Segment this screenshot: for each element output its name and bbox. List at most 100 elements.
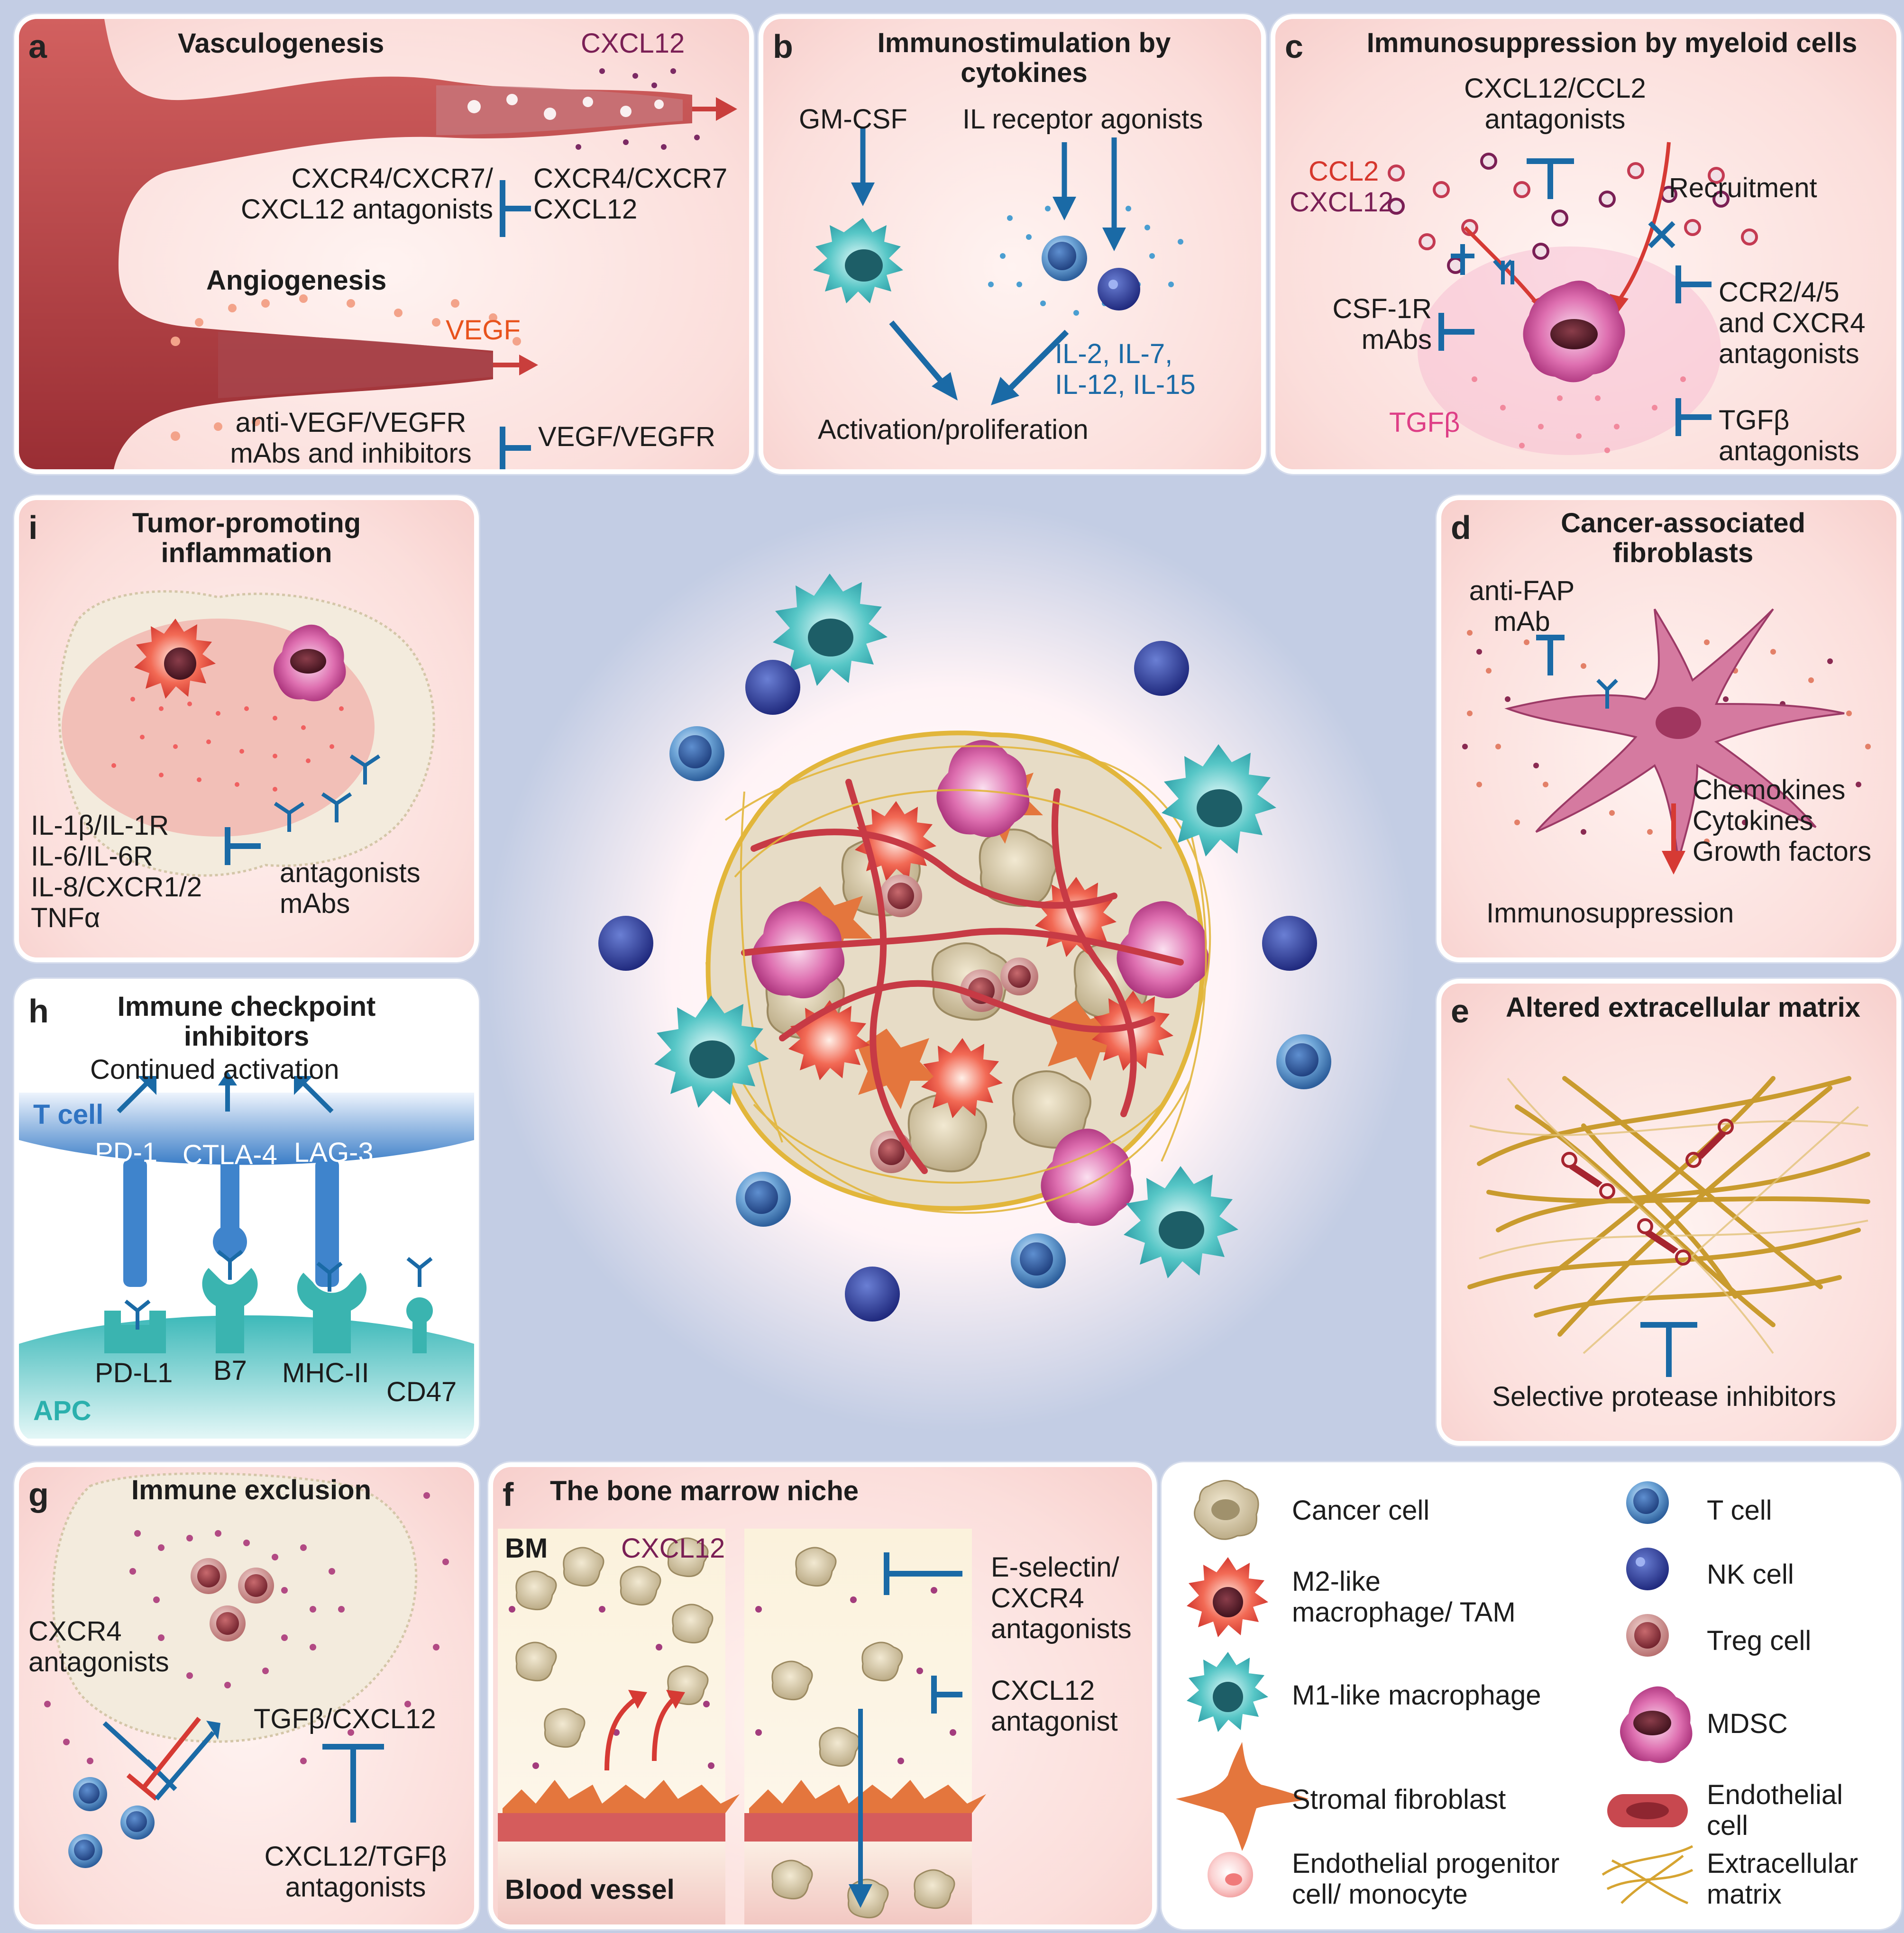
legend-stromal-fibroblast: Stromal fibroblast (1292, 1784, 1506, 1815)
ligand-b7: B7 (213, 1355, 247, 1386)
panel-g-title: Immune exclusion (131, 1475, 372, 1505)
legend-treg-cell: Treg cell (1707, 1625, 1812, 1656)
panel-a-vasculogenesis: a Vasculogenesis CXCL12 CXCR4/CXCR7/CXCL… (14, 14, 754, 474)
ccl2-label: CCL2 (1309, 156, 1379, 187)
receptor-pd-1: PD-1 (95, 1137, 158, 1168)
angiogenesis-title: Angiogenesis (206, 265, 387, 296)
ligand-mhc-ii: MHC-II (282, 1358, 369, 1388)
receptor-lag-3: LAG-3 (294, 1137, 374, 1168)
panel-e-title: Altered extracellular matrix (1506, 992, 1860, 1023)
legend-mdsc: MDSC (1707, 1708, 1788, 1739)
immune-exclusion-illustration (44, 1472, 449, 1868)
panel-c-illustration (1388, 142, 1758, 455)
mdsc-icon (1620, 1686, 1693, 1763)
m2-macrophage-icon (1187, 1557, 1268, 1637)
panel-letter-b: b (773, 28, 793, 65)
gm-csf-label: GM-CSF (799, 104, 907, 135)
angiogenesis-target: VEGF/VEGFR (538, 421, 715, 452)
receptor-ctla-4: CTLA-4 (183, 1140, 277, 1170)
legend-icons (1176, 1480, 1693, 1905)
cancer-cell-icon (1194, 1480, 1259, 1540)
apc-label: APC (33, 1395, 92, 1426)
panel-letter-h: h (28, 993, 49, 1030)
panel-b-illustration (813, 128, 1183, 405)
treg-cell-icon (1626, 1614, 1669, 1657)
extracellular-matrix-illustration (1467, 1076, 1870, 1377)
panel-f-bone-marrow-niche: f The bone marrow niche BM CXCL12 Blood … (488, 1462, 1157, 1929)
inflamed-tumor-illustration (57, 590, 435, 877)
progenitor-cell-icon (1208, 1852, 1253, 1897)
vasculogenesis-title: Vasculogenesis (178, 28, 384, 59)
panel-f-title: The bone marrow niche (550, 1476, 859, 1506)
ecm-icon (1602, 1845, 1693, 1905)
continued-activation-label: Continued activation (90, 1054, 339, 1085)
panel-letter-a: a (28, 28, 47, 65)
panel-letter-c: c (1285, 28, 1303, 65)
cxcl12-label: CXCL12 (1290, 187, 1394, 218)
legend-m1-macrophage: M1-like macrophage (1292, 1680, 1541, 1711)
panel-c-title: Immunosuppression by myeloid cells (1366, 27, 1858, 58)
gm-csf-macrophage-icon (813, 218, 903, 303)
il-receptor-agonists-label: IL receptor agonists (962, 104, 1203, 135)
panel-letter-i: i (28, 509, 38, 546)
m2-macrophage-icon (134, 619, 216, 699)
bm-cxcl12-label: CXCL12 (621, 1533, 725, 1564)
ligand-pd-l1: PD-L1 (95, 1358, 173, 1388)
peripheral-lymphocytes (598, 641, 1331, 1322)
panel-letter-g: g (28, 1476, 49, 1513)
t-cell-icon (1626, 1481, 1669, 1524)
bone-marrow-label: BM (505, 1533, 548, 1564)
recruitment-label: Recruitment (1669, 173, 1817, 203)
interleukin-list: IL-2, IL-7,IL-12, IL-15 (1055, 338, 1196, 400)
checkpoint-synapse-illustration (19, 1071, 474, 1439)
tgf-beta-cxcl12-label: TGFβ/CXCL12 (254, 1704, 436, 1734)
immunosuppression-label: Immunosuppression (1486, 898, 1734, 929)
central-tumor-microenvironment (488, 502, 1413, 1432)
vasculogenesis-cxcl12-label: CXCL12 (581, 28, 685, 59)
panel-letter-d: d (1451, 509, 1471, 546)
activation-proliferation-label: Activation/proliferation (818, 414, 1089, 445)
vegf-label: VEGF (446, 315, 521, 346)
legend-t-cell: T cell (1707, 1495, 1772, 1526)
legend-nk-cell: NK cell (1707, 1559, 1794, 1590)
bone-marrow-illustration (498, 1529, 986, 1924)
tgf-beta-label: TGFβ (1389, 407, 1460, 438)
blood-vessel-illustration (19, 19, 737, 469)
vasculogenesis-antagonists: CXCR4/CXCR7/CXCL12 antagonists (241, 163, 493, 225)
endothelial-cell-icon (1607, 1794, 1688, 1827)
mdsc-cell-icon (1523, 281, 1625, 383)
panel-letter-e: e (1451, 993, 1469, 1030)
protease-inhibitors-label: Selective protease inhibitors (1492, 1381, 1836, 1412)
panel-e-extracellular-matrix: e Altered extracellular matrix Selective… (1437, 979, 1901, 1446)
tumor-mass (705, 730, 1211, 1226)
nk-cell-icon (1626, 1548, 1669, 1590)
fibroblast-illustration (1462, 608, 1871, 875)
mdsc-cell-icon (274, 624, 346, 702)
ligand-cd47: CD47 (386, 1377, 457, 1407)
fibroblast-icon (1176, 1742, 1309, 1851)
